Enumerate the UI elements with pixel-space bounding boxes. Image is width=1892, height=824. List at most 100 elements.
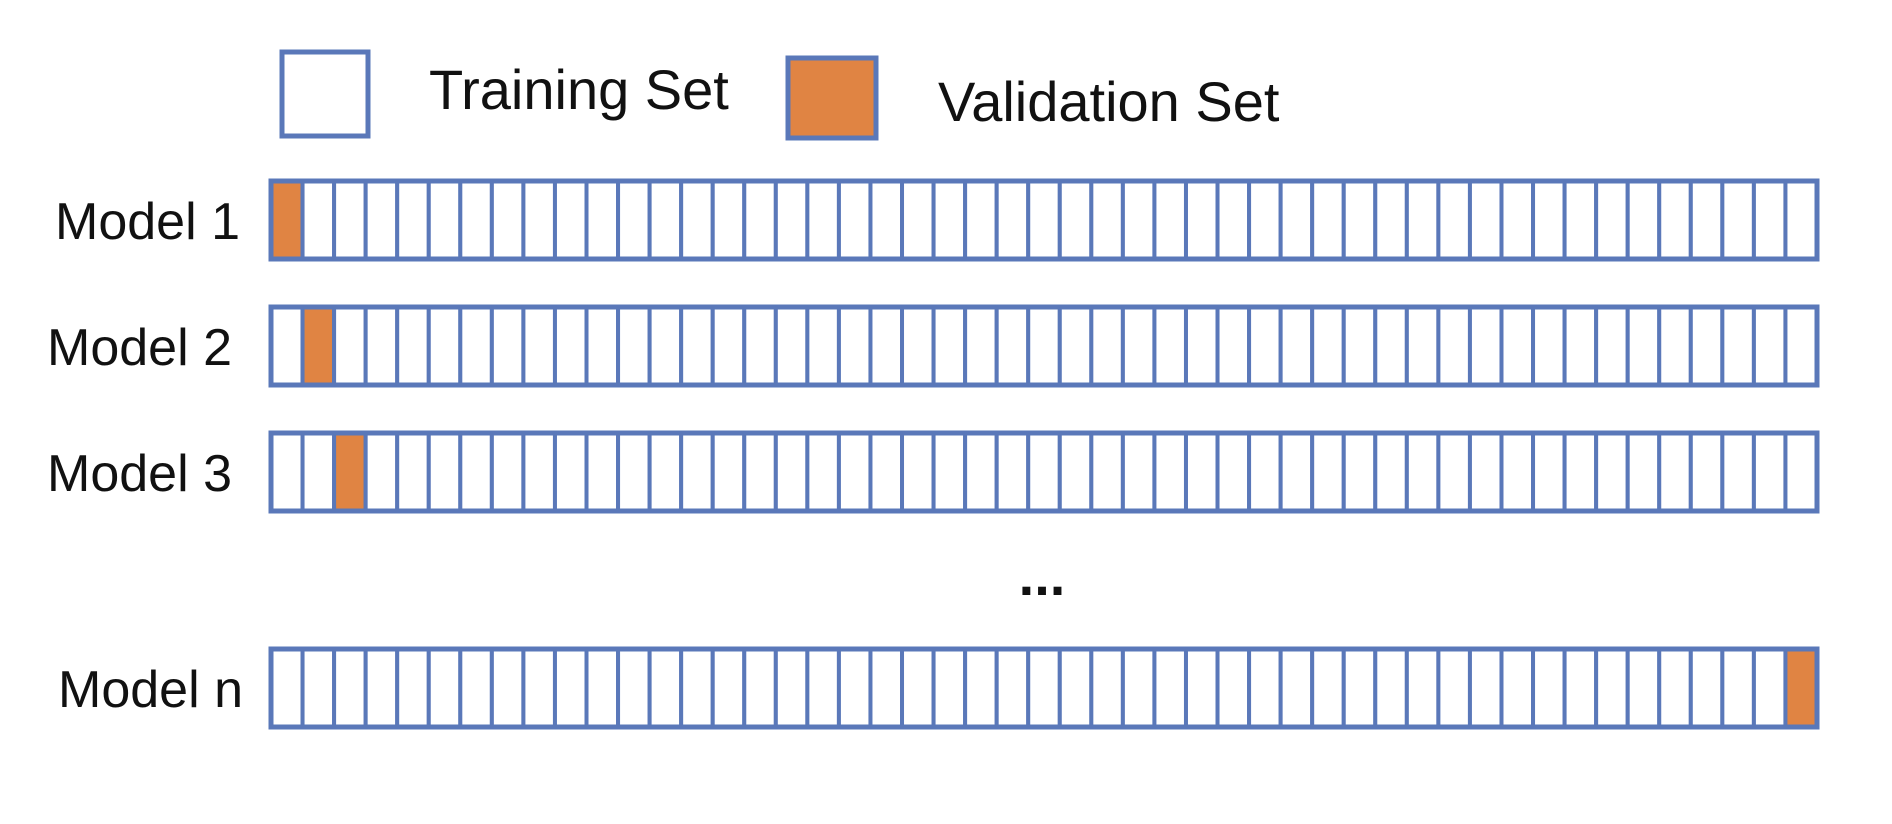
training-fold [1089, 179, 1125, 261]
training-fold [552, 305, 589, 387]
training-fold [489, 179, 526, 261]
training-fold [805, 305, 841, 387]
training-fold [1278, 305, 1315, 387]
training-fold [584, 179, 621, 261]
training-fold [1057, 647, 1094, 729]
training-fold [521, 179, 557, 261]
training-fold [1467, 647, 1504, 729]
training-set-label: Training Set [429, 58, 729, 121]
training-fold [1688, 179, 1725, 261]
training-fold [1026, 431, 1062, 513]
training-fold [1720, 431, 1756, 513]
training-fold [1499, 305, 1536, 387]
training-fold [616, 647, 652, 729]
training-fold [1688, 647, 1725, 729]
training-fold [1341, 431, 1378, 513]
legend: Training Set Validation Set [279, 49, 1280, 141]
training-fold [1247, 431, 1283, 513]
training-fold [994, 305, 1031, 387]
training-fold [931, 305, 968, 387]
training-fold [836, 431, 873, 513]
validation-fold [332, 431, 368, 513]
training-fold [1625, 305, 1662, 387]
training-fold [742, 647, 778, 729]
training-fold [647, 431, 684, 513]
training-fold [1404, 431, 1441, 513]
training-fold [521, 431, 557, 513]
model-row: Model 3 [47, 430, 1820, 514]
training-fold [584, 431, 621, 513]
training-fold [395, 305, 431, 387]
training-fold [1594, 431, 1630, 513]
training-fold [426, 305, 463, 387]
training-fold [1215, 431, 1252, 513]
training-fold [458, 305, 494, 387]
training-fold [1120, 179, 1157, 261]
training-fold [1026, 305, 1062, 387]
training-fold [1531, 431, 1567, 513]
training-fold [1310, 647, 1346, 729]
training-fold [552, 179, 589, 261]
training-fold [395, 647, 431, 729]
training-fold [1531, 179, 1567, 261]
training-fold [679, 179, 715, 261]
training-fold [931, 431, 968, 513]
training-fold [1183, 305, 1220, 387]
model-label: Model n [58, 661, 243, 719]
training-fold [1657, 647, 1693, 729]
training-fold [489, 431, 526, 513]
training-fold [742, 179, 778, 261]
training-fold [1594, 179, 1630, 261]
training-fold [1089, 647, 1125, 729]
training-fold [1247, 305, 1283, 387]
training-fold [1499, 179, 1536, 261]
training-fold [1026, 647, 1062, 729]
training-fold [1531, 647, 1567, 729]
training-fold [616, 305, 652, 387]
training-fold [1404, 305, 1441, 387]
training-fold [489, 647, 526, 729]
training-fold [616, 179, 652, 261]
training-fold [1404, 179, 1441, 261]
training-fold [1183, 431, 1220, 513]
training-fold [994, 431, 1031, 513]
training-fold [1373, 647, 1409, 729]
training-fold [1247, 647, 1283, 729]
training-fold [584, 305, 621, 387]
training-fold [395, 431, 431, 513]
training-fold [1531, 305, 1567, 387]
training-set-swatch [279, 49, 371, 139]
training-fold [805, 431, 841, 513]
training-fold [1467, 305, 1504, 387]
training-fold [710, 179, 747, 261]
training-fold [647, 179, 684, 261]
training-fold [1089, 305, 1125, 387]
training-fold [1467, 179, 1504, 261]
training-fold [773, 647, 810, 729]
training-fold [1120, 431, 1157, 513]
training-fold [742, 431, 778, 513]
training-fold [1562, 647, 1599, 729]
model-label: Model 3 [47, 445, 232, 503]
training-fold [1625, 179, 1662, 261]
training-fold [1625, 647, 1662, 729]
training-fold [269, 647, 305, 729]
training-fold [363, 179, 400, 261]
training-fold [552, 647, 589, 729]
training-fold [710, 647, 747, 729]
training-fold [1467, 431, 1504, 513]
training-fold [900, 431, 936, 513]
training-fold [1720, 179, 1756, 261]
training-fold [1562, 431, 1599, 513]
training-fold [1783, 431, 1819, 513]
training-fold [679, 647, 715, 729]
training-fold [1215, 305, 1252, 387]
model-row: Model n [58, 646, 1820, 730]
model-row: Model 1 [55, 178, 1820, 262]
training-fold [300, 179, 337, 261]
training-fold [900, 179, 936, 261]
training-fold [900, 305, 936, 387]
training-fold [426, 179, 463, 261]
training-fold [1373, 179, 1409, 261]
training-fold [679, 305, 715, 387]
